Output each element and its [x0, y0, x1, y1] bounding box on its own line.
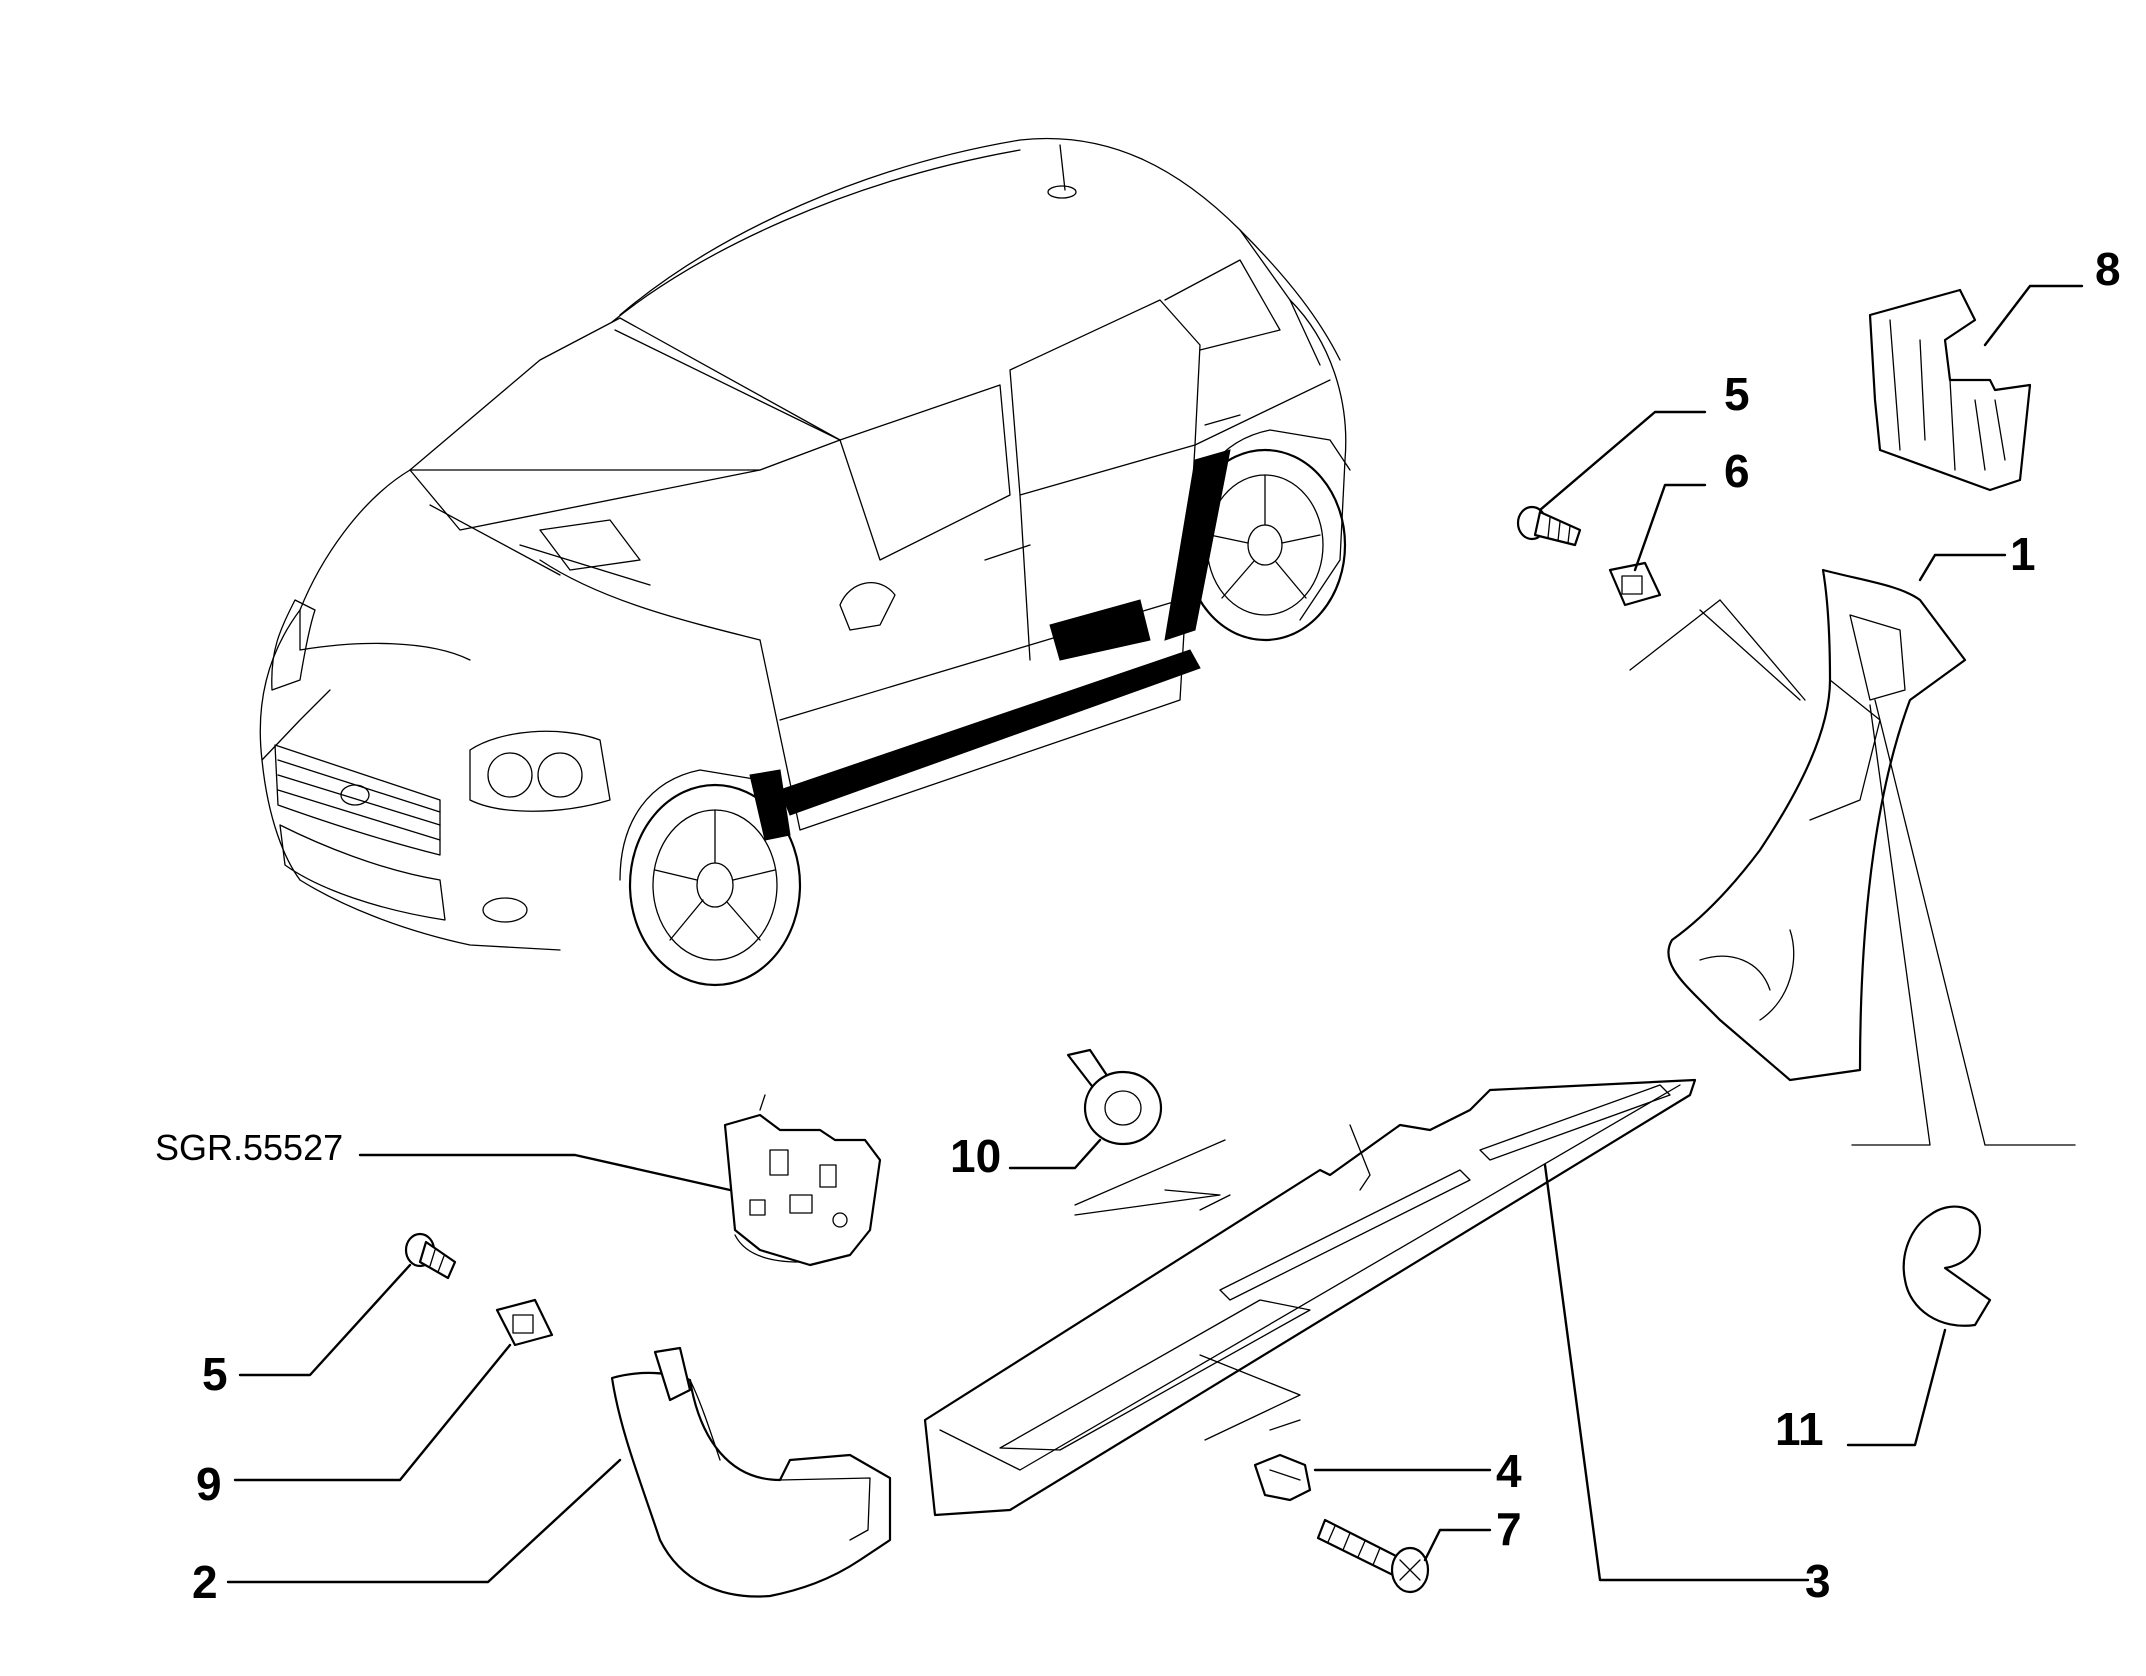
part-7-bolt: [1316, 1518, 1430, 1594]
part-4-clip: [1253, 1453, 1312, 1502]
callout-1: 1: [2010, 528, 2036, 580]
part-3-sill-plate: [923, 1078, 1697, 1517]
callout-5-bottom: 5: [202, 1348, 228, 1400]
part-5-bottom-screw: [404, 1232, 457, 1280]
callout-6: 6: [1724, 445, 1750, 497]
callout-labels: 1 2 3 4 5 5 6 7 8 9 10 11 SGR.55527: [155, 243, 2121, 1608]
car-illustration: [259, 137, 1351, 987]
part-11-cap: [1902, 1205, 1992, 1327]
callout-4: 4: [1496, 1445, 1522, 1497]
callout-9: 9: [196, 1458, 222, 1510]
callout-5-top: 5: [1724, 368, 1750, 420]
part-1-pillar-trim: [1667, 568, 1967, 1082]
callout-10: 10: [950, 1130, 1001, 1182]
callout-11: 11: [1775, 1403, 1824, 1455]
reference-label: SGR.55527: [155, 1127, 343, 1168]
part-2-corner-trim: [610, 1346, 892, 1598]
part-5-top-screw: [1516, 505, 1582, 547]
leader-lines: [226, 284, 2084, 1584]
callout-3: 3: [1805, 1555, 1831, 1607]
sgr-mechanism: [723, 1094, 882, 1267]
part-8-bracket: [1868, 288, 2032, 492]
part-10-push-rivet: [1066, 1048, 1163, 1146]
part-6-nut-clip: [1608, 561, 1662, 607]
part-9-square-clip: [495, 1298, 554, 1347]
callout-2: 2: [192, 1556, 218, 1608]
callout-8: 8: [2095, 243, 2121, 295]
callout-7: 7: [1496, 1503, 1522, 1555]
